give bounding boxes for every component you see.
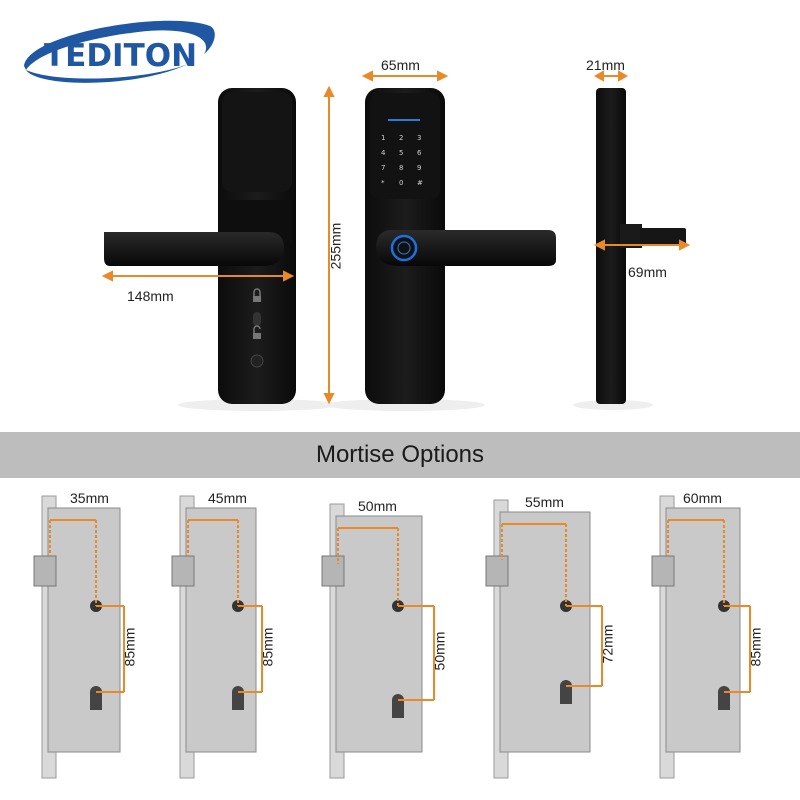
lock-front-view: 1 2 3 4 5 6 7 8 9 * 0 # — [365, 88, 556, 404]
mortise-body — [665, 507, 741, 753]
shadow — [178, 399, 338, 411]
cylinder-hole — [718, 686, 730, 710]
mortise-body — [499, 511, 591, 753]
latch-bolt — [485, 555, 509, 587]
unlock-icon — [253, 325, 261, 339]
svg-text:6: 6 — [417, 149, 422, 157]
svg-text:3: 3 — [417, 134, 421, 142]
backset-label: 35mm — [70, 490, 109, 506]
thickness-label: 21mm — [586, 57, 625, 73]
svg-text:0: 0 — [399, 179, 403, 187]
latch-bolt — [321, 555, 345, 587]
mortise-options-figure — [33, 495, 751, 779]
backset-label: 55mm — [525, 494, 564, 510]
svg-text:#: # — [417, 179, 423, 187]
center-distance-label: 85mm — [747, 627, 764, 667]
brand-logo: TEDITON — [18, 8, 218, 98]
mortise-body — [47, 507, 121, 753]
cylinder-hole — [90, 686, 102, 710]
svg-text:*: * — [381, 179, 385, 187]
latch-bolt — [651, 555, 675, 587]
cylinder-hole — [232, 686, 244, 710]
mortise-options-banner: Mortise Options — [0, 432, 800, 478]
backset-label: 50mm — [358, 498, 397, 514]
svg-text:7: 7 — [381, 164, 385, 172]
logo-swoosh — [24, 20, 215, 83]
toggle-switch — [253, 312, 261, 326]
mortise-body — [335, 515, 423, 753]
keypad-icon: 1 2 3 4 5 6 7 8 9 * 0 # — [381, 134, 423, 187]
latch-bolt — [171, 555, 195, 587]
height-label: 255mm — [327, 222, 344, 270]
lock-back-view — [104, 88, 296, 404]
center-distance-label: 50mm — [431, 631, 448, 671]
backset-label: 45mm — [208, 490, 247, 506]
backset-label: 60mm — [683, 490, 722, 506]
svg-text:8: 8 — [399, 164, 403, 172]
shadow — [325, 399, 485, 411]
svg-text:5: 5 — [399, 149, 403, 157]
width-label: 65mm — [381, 57, 420, 73]
mortise-body — [185, 507, 257, 753]
banner-title: Mortise Options — [315, 441, 485, 468]
depth-label: 69mm — [628, 264, 667, 280]
cylinder-hole — [392, 694, 404, 718]
svg-text:9: 9 — [417, 164, 421, 172]
brand-name: TEDITON — [44, 38, 198, 74]
dimension-lines — [101, 70, 691, 405]
center-distance-label: 85mm — [259, 627, 276, 667]
svg-text:4: 4 — [381, 149, 386, 157]
product-dimensions-figure: 1 2 3 4 5 6 7 8 9 * 0 # — [101, 70, 691, 411]
svg-text:2: 2 — [399, 134, 403, 142]
handle-length-label: 148mm — [127, 288, 174, 304]
fingerprint-icon — [390, 234, 418, 262]
keyhole-icon — [250, 354, 264, 368]
center-distance-label: 85mm — [121, 627, 138, 667]
center-distance-label: 72mm — [599, 624, 616, 664]
cylinder-hole — [560, 680, 572, 704]
latch-bolt — [33, 555, 57, 587]
lock-icon — [253, 288, 261, 302]
svg-text:1: 1 — [381, 134, 385, 142]
shadow — [573, 400, 653, 410]
